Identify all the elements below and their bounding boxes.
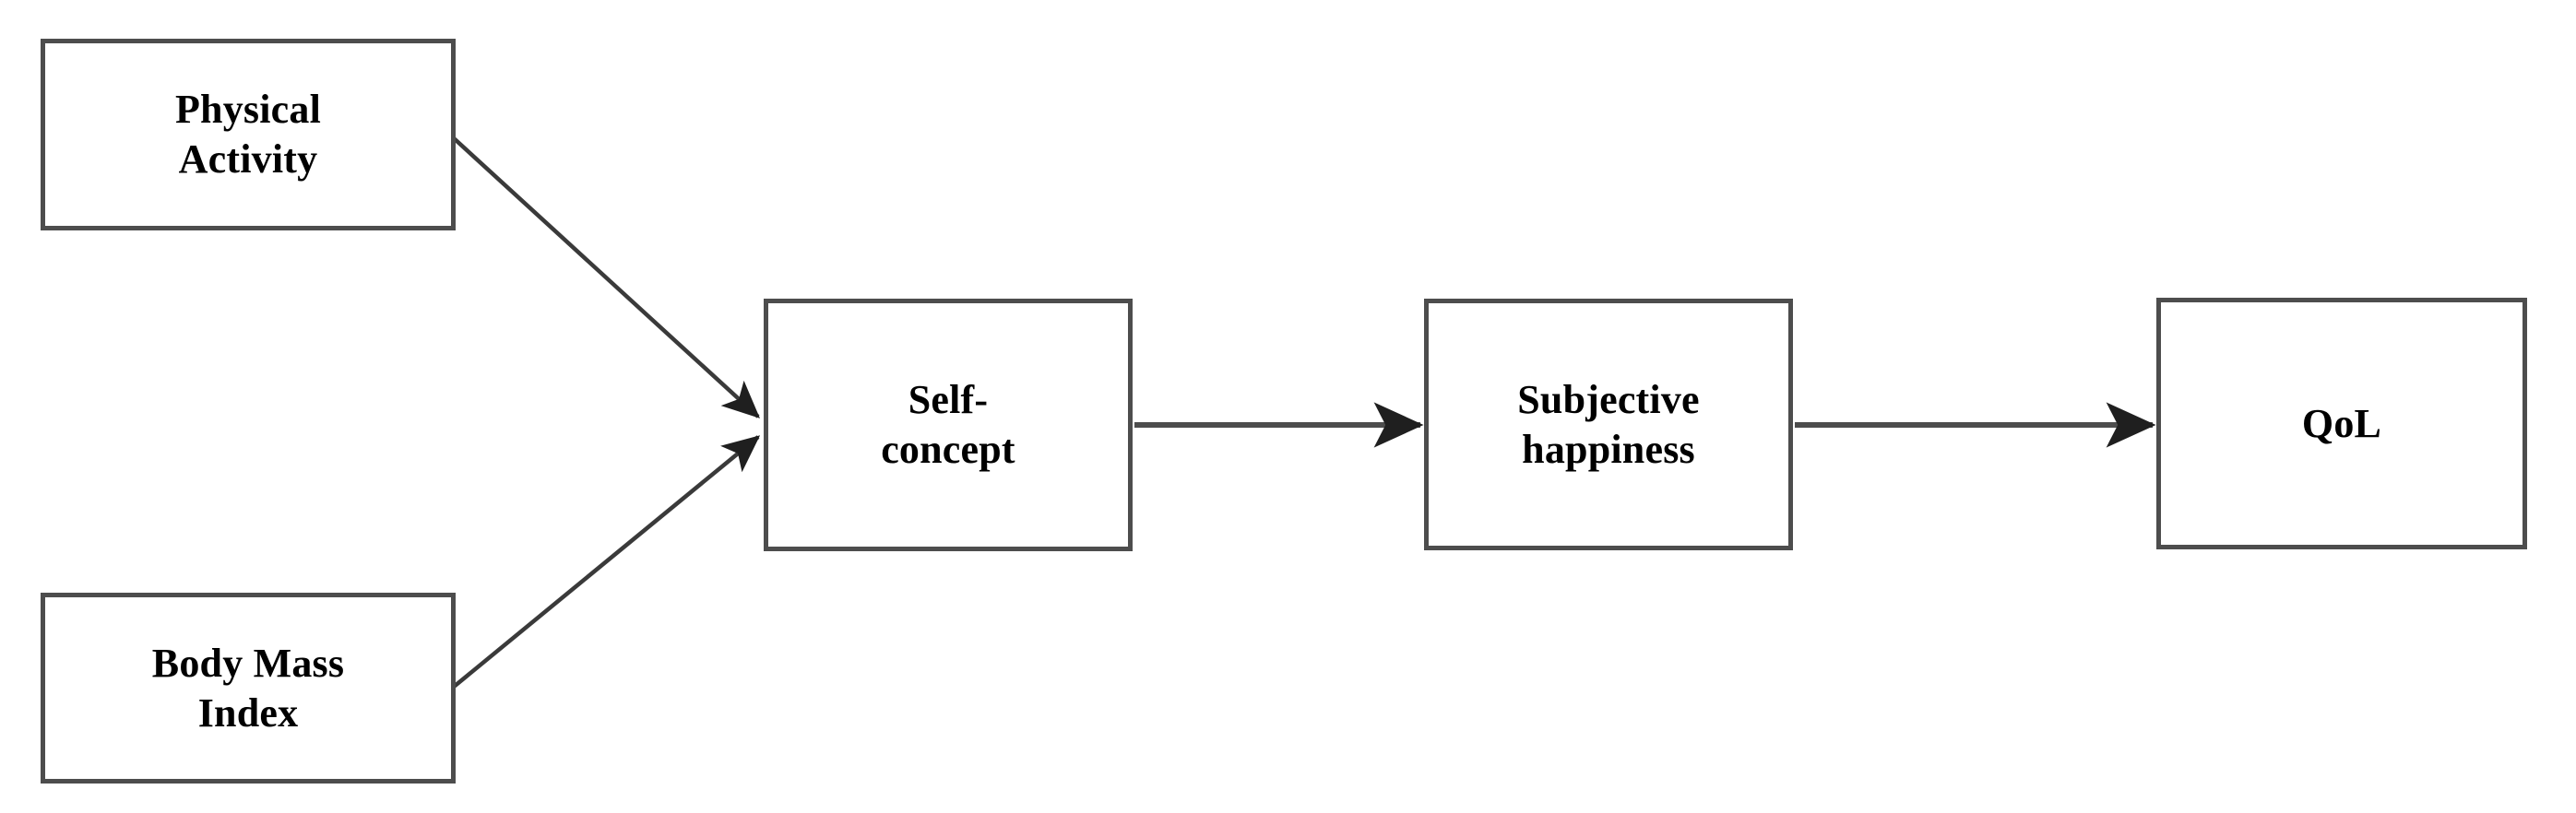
edge-physical-activity-to-self-concept — [452, 136, 760, 418]
edge-body-mass-index-to-self-concept — [452, 435, 761, 689]
node-subjective-happiness[interactable]: Subjective happiness — [1424, 299, 1793, 550]
node-qol-label: QoL — [2301, 400, 2382, 446]
node-physical-activity-label: Physical Activity — [174, 87, 322, 182]
node-subjective-happiness-label: Subjective happiness — [1517, 376, 1700, 472]
node-self-concept[interactable]: Self- concept — [764, 299, 1133, 551]
node-qol[interactable]: QoL — [2156, 298, 2527, 549]
node-physical-activity[interactable]: Physical Activity — [41, 39, 456, 230]
node-body-mass-index[interactable]: Body Mass Index — [41, 593, 456, 784]
node-body-mass-index-label: Body Mass Index — [151, 640, 345, 736]
node-self-concept-label: Self- concept — [881, 377, 1015, 472]
